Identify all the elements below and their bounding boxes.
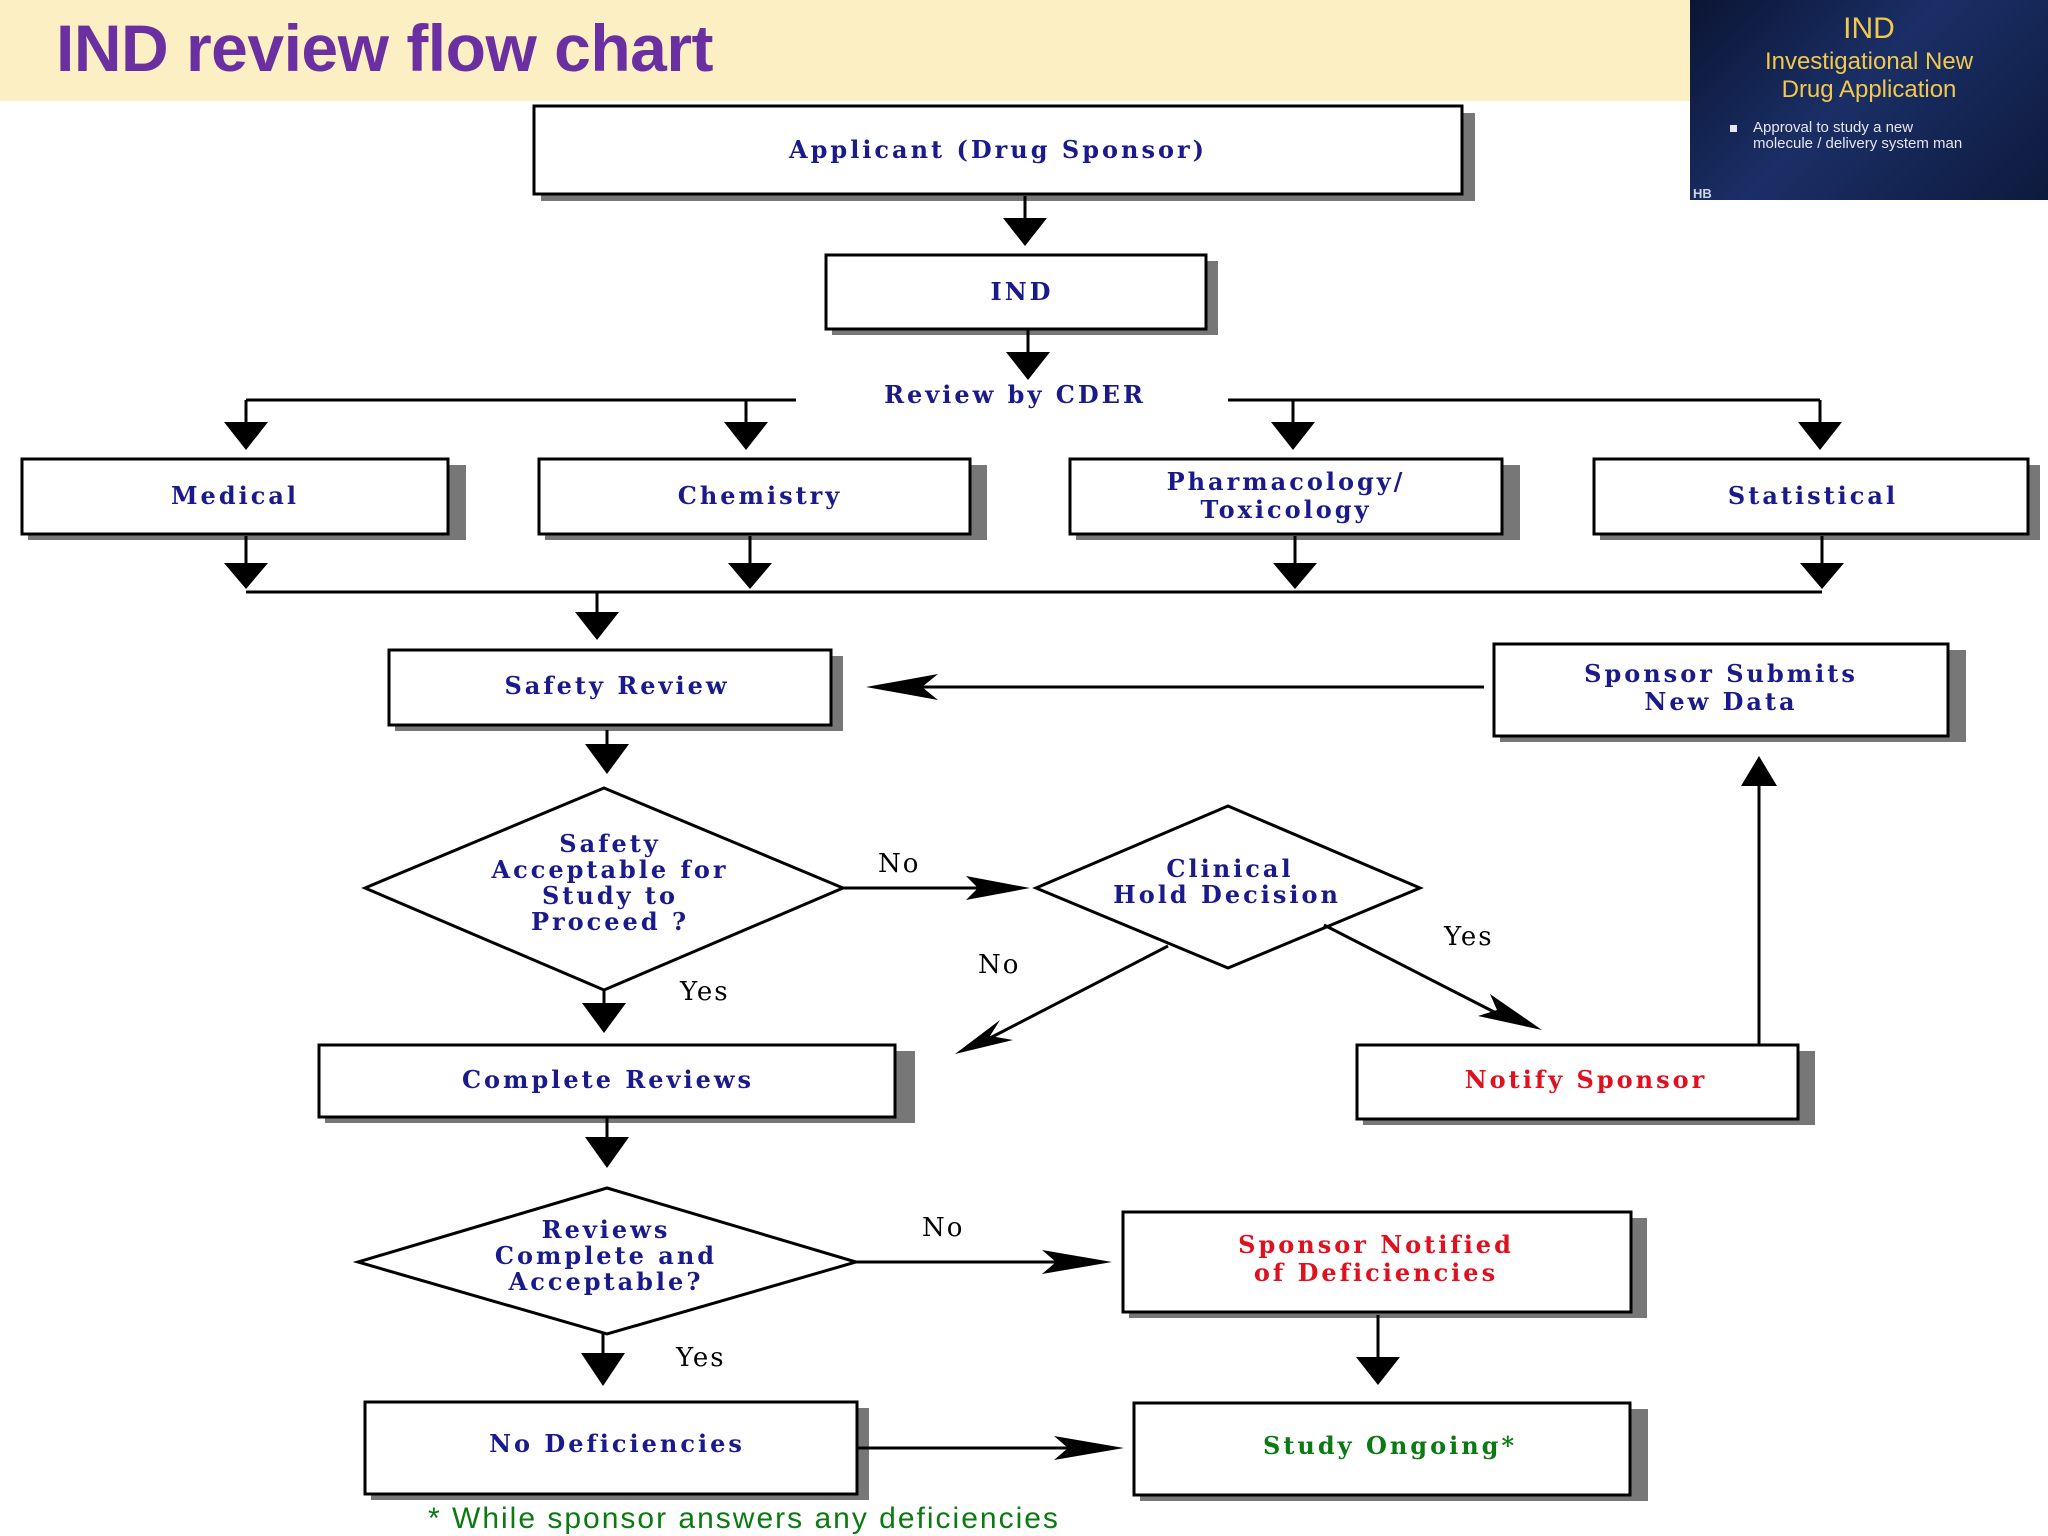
study-ongoing-label: Study Ongoing* [1263,1431,1517,1460]
safety-no-label: No [878,849,920,879]
thumbnail-subheading-line1: Investigational New [1764,48,1974,75]
thumbnail-heading: IND [1843,12,1895,45]
thumbnail-bullet: Approval to study a new molecule / deliv… [1730,120,2030,152]
arrowhead-down-icon [585,1137,629,1168]
pharmacology-label-line1: Pharmacology/ [1167,467,1406,496]
medical-label: Medical [171,481,299,510]
safety-question-line3: Study to [542,881,678,910]
sponsor-notified-line1: Sponsor Notified [1238,1230,1514,1259]
safety-review-box: Safety Review [387,648,843,731]
reviews-question-line2: Complete and [495,1241,717,1270]
arrowhead-left-down-icon [955,1020,1013,1054]
arrowhead-down-icon [582,1003,626,1033]
safety-question-line4: Proceed ? [531,907,689,936]
no-deficiencies-label: No Deficiencies [489,1429,745,1458]
sponsor-notified-line2: of Deficiencies [1254,1258,1498,1287]
arrowhead-down-icon [1271,422,1315,450]
connector-hold-yes [1323,923,1501,1017]
safety-decision-diamond: Safety Acceptable for Study to Proceed ? [361,786,847,992]
arrowhead-up-icon [1741,756,1777,786]
safety-question-line1: Safety [559,829,661,858]
hold-yes-label: Yes [1443,922,1494,952]
arrowhead-down-icon [1798,422,1842,450]
pharmacology-label-line2: Toxicology [1200,495,1371,524]
applicant-label: Applicant (Drug Sponsor) [788,135,1207,164]
arrowhead-down-icon [1800,563,1844,589]
clinical-hold-diamond: Clinical Hold Decision [1032,804,1424,970]
sponsor-notified-box: Sponsor Notified of Deficiencies [1121,1210,1647,1318]
reviews-question-line1: Reviews [542,1215,671,1244]
applicant-box: Applicant (Drug Sponsor) [532,104,1475,201]
ind-box: IND [824,253,1218,335]
title-banner [0,0,1690,101]
thumbnail-bullet-line1: Approval to study a new [1753,119,1914,136]
no-deficiencies-box: No Deficiencies [363,1400,869,1500]
complete-reviews-box: Complete Reviews [317,1043,915,1123]
arrowhead-down-icon [1003,218,1047,246]
thumbnail-logo: HB [1693,186,1712,200]
clinical-hold-line2: Hold Decision [1113,880,1341,909]
safety-question-line2: Acceptable for [490,855,728,884]
safety-review-label: Safety Review [504,671,729,700]
notify-sponsor-label: Notify Sponsor [1465,1065,1708,1094]
arrowhead-down-icon [724,422,768,450]
thumbnail-subheading: Investigational New Drug Application [1690,48,2048,104]
arrowhead-down-icon [585,744,629,774]
connector-hold-no [989,944,1169,1040]
review-by-cder-label: Review by CDER [884,380,1146,409]
clinical-hold-line1: Clinical [1166,854,1293,883]
reviews-no-label: No [922,1213,964,1243]
video-thumbnail[interactable]: IND Investigational New Drug Application… [1690,0,2048,200]
arrowhead-left-icon [866,674,938,700]
arrowhead-right-icon [1042,1250,1112,1274]
reviews-yes-label: Yes [675,1343,726,1373]
arrowhead-right-icon [1054,1436,1124,1460]
ind-label: IND [991,277,1054,306]
statistical-label: Statistical [1728,481,1898,510]
arrowhead-right-icon [966,876,1030,900]
study-ongoing-box: Study Ongoing* [1132,1401,1648,1501]
chemistry-box: Chemistry [537,457,987,540]
complete-reviews-label: Complete Reviews [462,1065,754,1094]
reviews-decision-diamond: Reviews Complete and Acceptable? [352,1186,862,1336]
thumbnail-bullet-line2: molecule / delivery system man [1753,135,1963,152]
sponsor-submits-line2: New Data [1644,687,1797,716]
thumbnail-subheading-line2: Drug Application [1781,76,1957,103]
sponsor-submits-box: Sponsor Submits New Data [1492,642,1966,742]
arrowhead-down-icon [575,612,619,640]
arrowhead-down-icon [224,422,268,450]
slide-title: IND review flow chart [56,11,714,85]
arrowhead-down-icon [1273,563,1317,589]
arrowhead-down-icon [1006,352,1050,380]
chemistry-label: Chemistry [678,481,843,510]
notify-sponsor-box: Notify Sponsor [1355,1043,1815,1125]
bullet-icon [1730,124,1737,132]
reviews-question-line3: Acceptable? [508,1267,704,1296]
statistical-box: Statistical [1592,457,2040,540]
sponsor-submits-line1: Sponsor Submits [1584,659,1858,688]
arrowhead-right-down-icon [1478,994,1542,1030]
arrowhead-down-icon [1356,1357,1400,1385]
safety-yes-label: Yes [679,977,730,1007]
arrowhead-down-icon [728,563,772,589]
pharmacology-box: Pharmacology/ Toxicology [1068,457,1520,540]
arrowhead-down-icon [581,1353,625,1386]
arrowhead-down-icon [224,563,268,589]
footnote: * While sponsor answers any deficiencies [428,1502,1060,1535]
hold-no-label: No [978,950,1020,980]
medical-box: Medical [20,457,466,540]
